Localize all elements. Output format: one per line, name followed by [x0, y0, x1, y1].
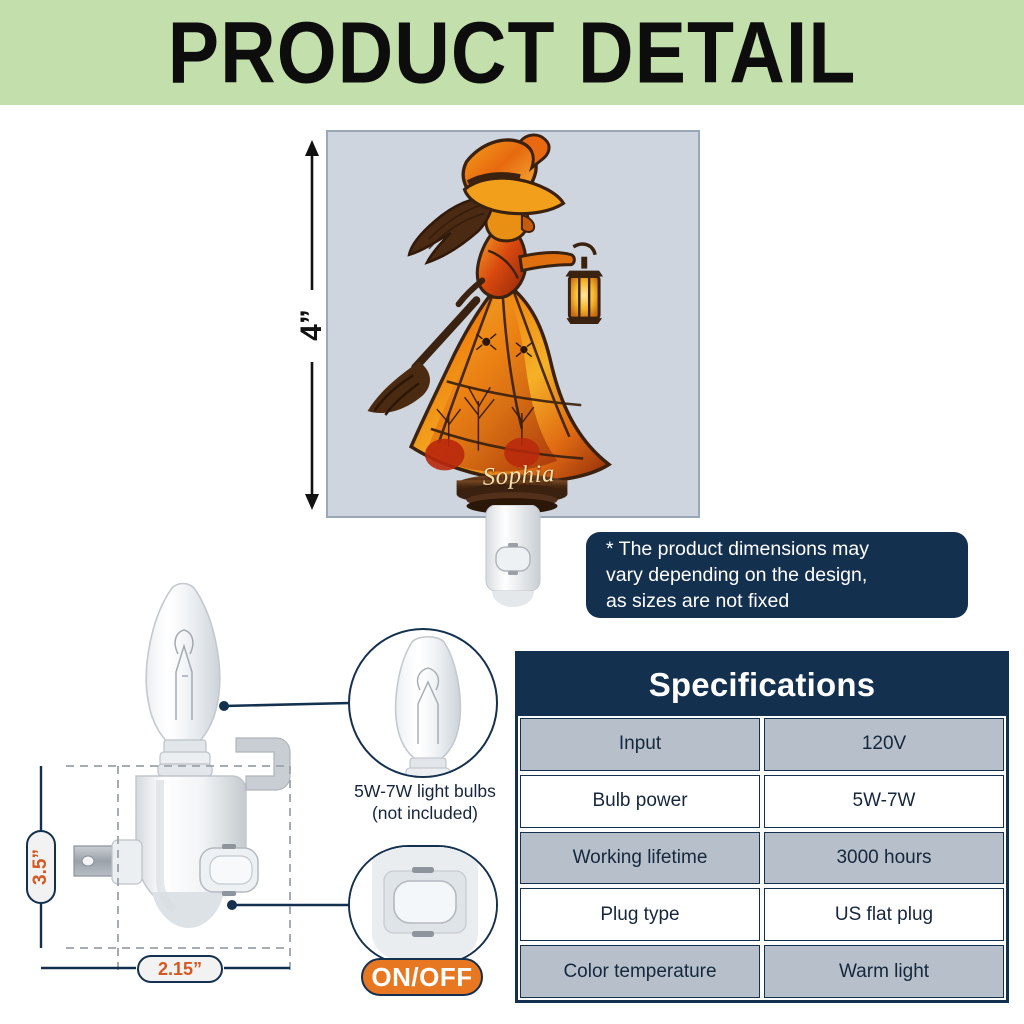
header-band: PRODUCT DETAIL [0, 0, 1024, 105]
bulb-callout-circle [348, 628, 498, 778]
witch-figure-svg [367, 133, 612, 514]
spec-label: Bulb power [520, 774, 760, 828]
height-dimension-4in: 4” [292, 140, 332, 510]
switch-callout-circle [348, 845, 498, 965]
hair-shape [407, 195, 496, 265]
width-dimension-value: 2.15” [157, 958, 203, 979]
arm-shape [518, 251, 576, 273]
height-dimension-value: 3.5” [30, 849, 52, 885]
tree-silhouette [436, 386, 535, 451]
spec-label: Input [520, 718, 760, 771]
specifications-header: Specifications [518, 654, 1006, 716]
nightlight-product-photo [73, 582, 291, 928]
broom-shape [367, 296, 481, 416]
plug-prongs-shape [73, 839, 143, 885]
table-row: Input 120V [518, 716, 1006, 773]
height-dimension-tag: 3.5” [26, 830, 56, 904]
spider-shape [475, 333, 533, 358]
width-dimension-tag: 2.15” [137, 955, 223, 983]
table-row: Plug type US flat plug [518, 886, 1006, 943]
pumpkin-shape [424, 437, 540, 471]
specifications-rows: Input 120V Bulb power 5W-7W Working life… [518, 716, 1006, 1000]
spec-label: Working lifetime [520, 831, 760, 885]
height-dimension-label: 4” [295, 309, 328, 341]
bodice-shape [475, 221, 528, 300]
lantern-shape [565, 242, 604, 324]
nightlight-body-shape [73, 737, 291, 928]
product-image-frame: Sophia [326, 130, 700, 518]
spec-value: 3000 hours [764, 831, 1004, 885]
spec-label: Plug type [520, 888, 760, 942]
spec-value: Warm light [764, 945, 1004, 998]
bulb-shape [145, 582, 221, 777]
spec-label: Color temperature [520, 945, 760, 998]
switch-callout-svg [350, 847, 496, 963]
witch-nightlight-illustration: Sophia [328, 132, 698, 516]
dimensions-note-box: * The product dimensions may vary depend… [586, 532, 968, 618]
specifications-table: Specifications Input 120V Bulb power 5W-… [515, 651, 1009, 1003]
onoff-badge: ON/OFF [361, 958, 483, 996]
dimensions-note-text: * The product dimensions may vary depend… [606, 537, 870, 613]
page-title: PRODUCT DETAIL [167, 2, 857, 101]
table-row: Color temperature Warm light [518, 943, 1006, 1000]
table-row: Bulb power 5W-7W [518, 773, 1006, 830]
bulb-callout-svg [394, 635, 462, 776]
spec-value: 5W-7W [764, 774, 1004, 828]
bulb-callout-caption: 5W-7W light bulbs (not included) [354, 781, 496, 824]
specifications-title: Specifications [648, 666, 876, 703]
nightlight-base-plug [485, 505, 541, 607]
spec-value: US flat plug [764, 888, 1004, 942]
table-row: Working lifetime 3000 hours [518, 830, 1006, 887]
spec-value: 120V [764, 718, 1004, 771]
